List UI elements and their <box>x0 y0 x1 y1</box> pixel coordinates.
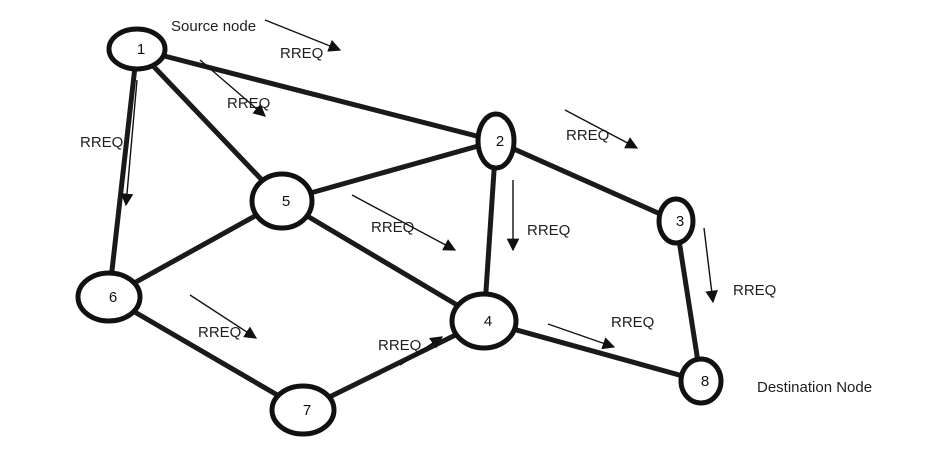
arrow-line <box>703 227 718 304</box>
source-node-label: Source node <box>171 18 256 35</box>
rreq-label: RREQ <box>280 45 323 62</box>
node-circle <box>449 291 519 351</box>
edge-2-5 <box>279 138 499 204</box>
rreq-label: RREQ <box>733 282 776 299</box>
edge-2-3 <box>493 138 679 224</box>
node-circle <box>249 171 315 231</box>
rreq-arrow-2-3: RREQ <box>564 109 639 149</box>
arrow-line <box>399 336 444 366</box>
rreq-label: RREQ <box>227 95 270 112</box>
rreq-arrows-layer: RREQ RREQ RREQ RREQ RREQ RREQ RREQ RREQ RREQ RREQ <box>80 19 776 366</box>
node-2: 2 <box>475 111 517 171</box>
node-1: 1 <box>106 26 168 72</box>
rreq-label: RREQ <box>378 337 421 354</box>
rreq-arrow-5-4: RREQ <box>351 194 457 251</box>
node-6: 6 <box>75 270 143 324</box>
edge-3-8 <box>673 218 704 384</box>
node-7: 7 <box>269 383 337 437</box>
node-label: 7 <box>303 402 311 419</box>
edge-1-2 <box>134 46 499 144</box>
edge-5-4 <box>279 198 487 324</box>
node-label: 4 <box>484 313 492 330</box>
arrow-line <box>264 19 342 52</box>
node-circle <box>269 383 337 437</box>
arrow-line <box>351 194 457 251</box>
edge-7-4 <box>300 318 487 413</box>
arrow-line <box>120 79 138 207</box>
arrow-line <box>547 323 616 350</box>
node-label: 1 <box>137 41 145 58</box>
edge-5-6 <box>106 198 285 300</box>
rreq-arrow-7-4: RREQ <box>378 336 444 366</box>
arrow-line <box>199 59 266 117</box>
node-circle <box>475 111 517 171</box>
destination-node-label: Destination Node <box>757 379 872 396</box>
node-label: 8 <box>701 373 709 390</box>
arrow-line <box>189 294 258 339</box>
rreq-arrow-4-8: RREQ <box>547 314 654 350</box>
rreq-label: RREQ <box>371 219 414 236</box>
node-circle <box>75 270 143 324</box>
rreq-arrow-3-8: RREQ <box>703 227 776 304</box>
edge-1-6 <box>106 46 140 300</box>
edge-2-4 <box>481 138 499 324</box>
node-3: 3 <box>656 196 696 246</box>
node-label: 2 <box>496 133 504 150</box>
node-8: 8 <box>678 356 724 406</box>
rreq-label: RREQ <box>527 222 570 239</box>
arrow-line <box>564 109 639 149</box>
node-5: 5 <box>249 171 315 231</box>
node-label: 3 <box>676 213 684 230</box>
edge-6-7 <box>106 294 306 413</box>
edge-1-5 <box>134 46 285 204</box>
rreq-arrow-1-6: RREQ <box>80 79 138 207</box>
rreq-arrow-6-7: RREQ <box>189 294 258 341</box>
node-circle <box>656 196 696 246</box>
node-circle <box>678 356 724 406</box>
rreq-arrow-1-5: RREQ <box>199 59 270 117</box>
node-circle <box>106 26 168 72</box>
node-label: 6 <box>109 289 117 306</box>
edges-layer <box>106 46 704 413</box>
edge-4-8 <box>481 318 704 384</box>
node-label: 5 <box>282 193 290 210</box>
rreq-label: RREQ <box>611 314 654 331</box>
rreq-label: RREQ <box>566 127 609 144</box>
nodes-layer: 1 2 3 4 5 6 7 8 <box>75 26 724 437</box>
rreq-arrow-1-2: RREQ <box>264 19 342 62</box>
rreq-arrow-2-4: RREQ <box>506 180 570 252</box>
node-4: 4 <box>449 291 519 351</box>
rreq-label: RREQ <box>198 324 241 341</box>
rreq-label: RREQ <box>80 134 123 151</box>
